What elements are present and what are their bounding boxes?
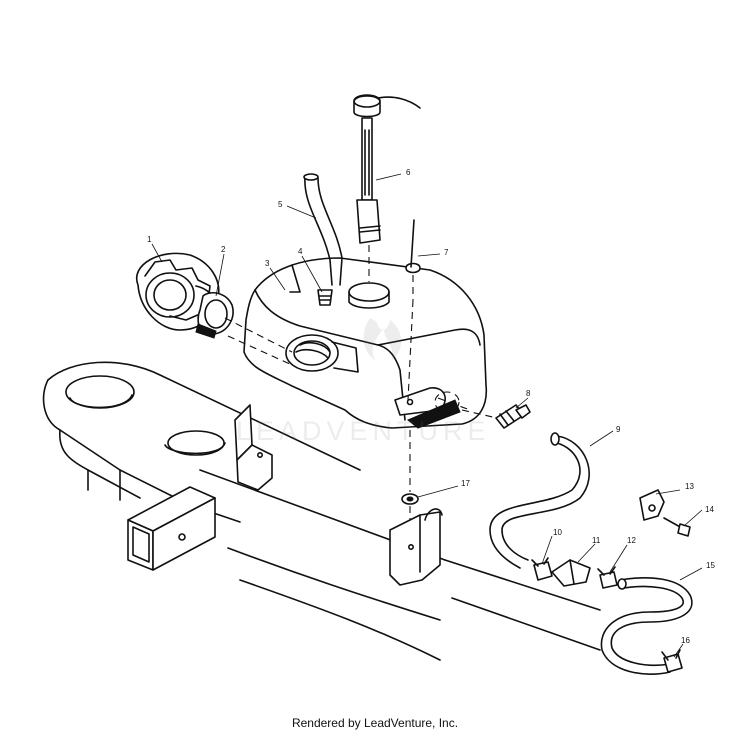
- pin: [405, 219, 421, 274]
- leadventure-watermark: LEADVENTURE: [236, 318, 491, 446]
- callout-11: 11: [592, 536, 601, 545]
- callout-3: 3: [265, 259, 270, 268]
- bracket-clip: [639, 489, 665, 521]
- callout-7: 7: [444, 248, 449, 257]
- watermark-text: LEADVENTURE: [236, 416, 491, 446]
- callout-17: 17: [461, 479, 470, 488]
- callout-10: 10: [553, 528, 562, 537]
- fuel-hose-15: [600, 577, 693, 675]
- callout-labels: 1 2 3 4 5 6 7 8 9 10 11 12 13 14 15 16 1…: [147, 168, 715, 645]
- callout-13: 13: [685, 482, 694, 491]
- callout-1: 1: [147, 235, 152, 244]
- callout-4: 4: [298, 247, 303, 256]
- vent-fitting: [317, 289, 333, 306]
- callout-6: 6: [406, 168, 411, 177]
- vent-hose: [303, 173, 343, 286]
- footer-credit: Rendered by LeadVenture, Inc.: [291, 716, 459, 730]
- callout-2: 2: [221, 245, 226, 254]
- hose-clamp-16: [661, 649, 683, 673]
- callout-14: 14: [705, 505, 714, 514]
- fuel-tank: [243, 257, 488, 429]
- callout-15: 15: [706, 561, 715, 570]
- callout-16: 16: [681, 636, 690, 645]
- hose-clamp-10: [531, 557, 553, 581]
- inline-fuel-filter: [551, 559, 591, 587]
- bolt: [663, 517, 691, 537]
- callout-5: 5: [278, 200, 283, 209]
- callout-12: 12: [627, 536, 636, 545]
- fuel-hose: [489, 432, 590, 569]
- washer: [401, 493, 419, 505]
- callout-leaders: [151, 173, 703, 658]
- fuel-fitting: [495, 404, 531, 429]
- callout-9: 9: [616, 425, 621, 434]
- callout-8: 8: [526, 389, 531, 398]
- frame-chassis: [42, 361, 601, 661]
- fuel-sender: [353, 94, 421, 244]
- cap-gasket: [195, 291, 234, 339]
- hose-clamp-12: [597, 566, 618, 589]
